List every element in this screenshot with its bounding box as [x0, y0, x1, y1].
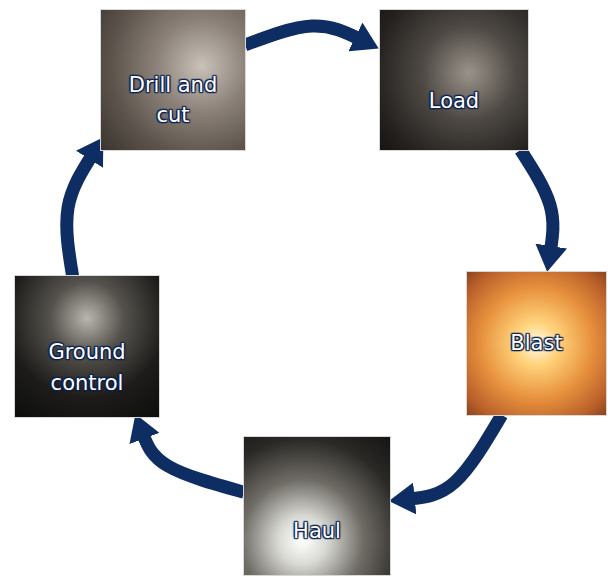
step-label: Haul	[293, 516, 341, 546]
photo-step-box: Ground control	[15, 276, 159, 417]
cycle-arrow	[245, 26, 361, 45]
step-label: Ground control	[23, 337, 151, 398]
cycle-arrow	[142, 433, 244, 492]
step-label: Drill and cut	[113, 70, 233, 131]
photo-step-box: Blast	[467, 272, 606, 415]
cycle-arrow	[521, 150, 553, 252]
step-label: Load	[429, 86, 479, 116]
photo-step-box: Haul	[244, 437, 390, 575]
photo-step-box: Load	[380, 10, 528, 150]
photo-step-box: Drill and cut	[101, 10, 245, 150]
cycle-arrow	[409, 415, 502, 499]
step-label: Blast	[510, 328, 562, 358]
cycle-arrow	[67, 154, 93, 276]
